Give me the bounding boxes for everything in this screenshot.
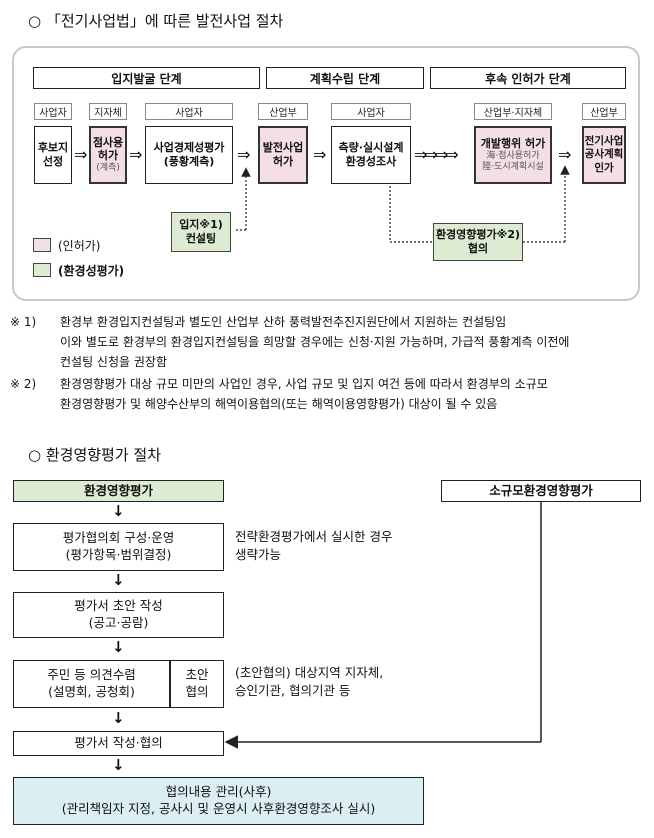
arrow-down: ↓ — [112, 571, 125, 589]
arrow-right-multi: ⇒⇒⇒⇒ — [414, 145, 459, 164]
arrow-right: ⇒ — [237, 145, 251, 164]
note-2: ※ 2) 환경영향평가 대상 규모 미만의 사업인 경우, 사업 규모 및 입지… — [10, 374, 650, 414]
org-label: 사업자 — [145, 103, 233, 120]
legend-swatch-pink — [33, 238, 51, 252]
org-label: 산업부·지자체 — [474, 103, 552, 120]
step-feasibility-evaluation: 사업경제성평가 (풍황계측) — [145, 126, 233, 184]
legend-label-environment: (환경성평가) — [58, 264, 125, 278]
step-draft: 평가서 초안 작성 (공고·공람) — [13, 592, 224, 638]
arrow-down: ↓ — [112, 502, 125, 520]
note-2-mark: ※ 2) — [10, 377, 37, 391]
arrow-right: ⇒ — [74, 145, 88, 164]
section1-title: ○ 「전기사업법」에 따른 발전사업 절차 — [28, 12, 284, 30]
step-occupancy-permit-sub: (계측) — [96, 163, 120, 174]
org-label: 지자체 — [89, 103, 127, 120]
arrow-right: ⇒ — [558, 145, 572, 164]
note-2-line: 환경영향평가 및 해양수산부의 해역이용협의(또는 해역이용영향평가) 대상이 … — [60, 397, 498, 411]
arrow-down: ↓ — [112, 709, 125, 727]
phase-follow-up-permits: 후속 인허가 단계 — [430, 67, 626, 89]
arrow-down: ↓ — [112, 638, 125, 656]
step-development-permit-land: 陸·도시계획시설 — [482, 161, 544, 172]
step-council-note: 전략환경평가에서 실시한 경우 생략가능 — [235, 529, 393, 562]
arrow-right: ⇒ — [313, 145, 327, 164]
step-council: 평가협의회 구성·운영 (평가항목·범위결정) — [13, 523, 224, 571]
org-label: 사업자 — [331, 103, 411, 120]
arrow-down: ↓ — [112, 756, 125, 774]
org-label: 사업자 — [34, 103, 72, 120]
note-1-line: 이와 별도로 환경부의 환경입지컨설팅을 희망할 경우에는 신청·지원 가능하며… — [60, 335, 570, 349]
step-report-consultation: 평가서 작성·협의 — [13, 731, 224, 756]
legend-label-permit: (인허가) — [58, 239, 101, 253]
step-draft-consultation-note: (초안협의) 대상지역 지자체, 승인기관, 협의기관 등 — [235, 665, 384, 698]
step-post-management: 협의내용 관리(사후) (관리책임자 지정, 공사시 및 운영시 사후환경영향조… — [13, 777, 424, 825]
step-site-selection: 후보지 선정 — [34, 126, 72, 184]
legend-swatch-green — [33, 263, 51, 277]
org-label: 산업부 — [258, 103, 308, 120]
step-development-permit: 개발행위 허가 海·점사용허가 陸·도시계획시설 — [474, 126, 552, 184]
note-1-line: 컨설팅 신청을 권장함 — [60, 355, 167, 369]
section2-title: ○ 환경영향평가 절차 — [28, 446, 162, 464]
header-eia: 환경영향평가 — [13, 480, 224, 502]
step-survey-design: 측량·실시설계 환경성조사 — [331, 126, 411, 184]
note-2-line: 환경영향평가 대상 규모 미만의 사업인 경우, 사업 규모 및 입지 여건 등… — [60, 377, 548, 391]
step-opinion-gathering: 주민 등 의견수렴 (설명회, 공청회) — [13, 660, 170, 708]
step-development-permit-label: 개발행위 허가 — [480, 136, 546, 150]
org-label: 산업부 — [582, 103, 626, 120]
note-1-line: 환경부 환경입지컨설팅과 별도인 산업부 산하 풍력발전추진지원단에서 지원하는… — [60, 315, 507, 329]
header-small-eia: 소규모환경영향평가 — [441, 480, 641, 502]
arrow-right: ⇒ — [129, 145, 143, 164]
step-occupancy-permit: 점사용 허가 (계측) — [89, 126, 127, 184]
step-site-consulting: 입지※1) 컨설팅 — [171, 212, 231, 252]
connector-lines — [236, 165, 570, 243]
step-occupancy-permit-label: 점사용 허가 — [92, 135, 124, 163]
step-construction-plan-approval: 전기사업 공사계획 인가 — [582, 126, 626, 184]
step-generation-business-permit: 발전사업 허가 — [258, 126, 308, 184]
step-draft-consultation: 초안 협의 — [170, 660, 224, 708]
step-eia-consultation: 환경영향평가※2) 협의 — [433, 223, 523, 261]
note-1-mark: ※ 1) — [10, 315, 37, 329]
process-panel — [12, 46, 640, 301]
step-development-permit-sea: 海·점사용허가 — [486, 150, 540, 161]
phase-site-discovery: 입지발굴 단계 — [33, 67, 260, 89]
small-eia-connector — [224, 502, 542, 749]
phase-planning: 계획수립 단계 — [266, 67, 424, 89]
note-1: ※ 1) 환경부 환경입지컨설팅과 별도인 산업부 산하 풍력발전추진지원단에서… — [10, 312, 650, 372]
